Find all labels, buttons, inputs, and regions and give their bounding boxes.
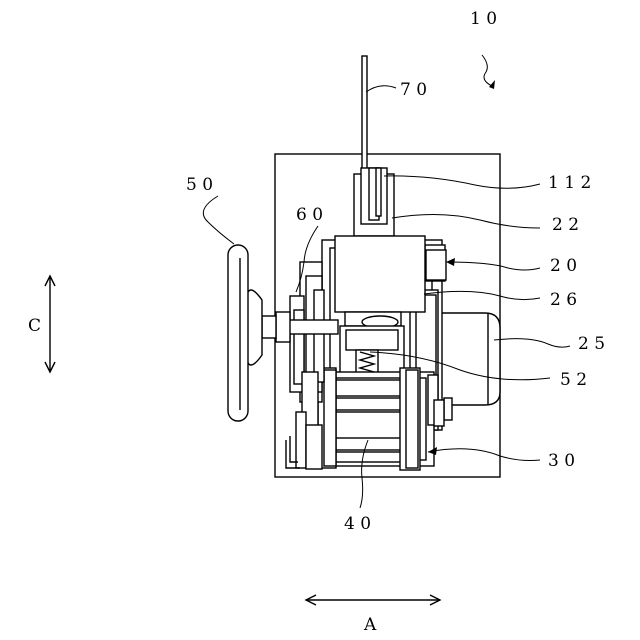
label-52: 5 2 xyxy=(560,370,587,390)
direction-arrow-a xyxy=(306,595,440,605)
label-20: 2 0 xyxy=(550,256,577,276)
box-20 xyxy=(335,236,425,312)
label-gear-60: 6 0 xyxy=(296,205,323,225)
label-rod-70: 7 0 xyxy=(400,80,427,100)
label-handwheel-50: 5 0 xyxy=(186,175,213,195)
label-25: 2 5 xyxy=(578,334,605,354)
label-22: 2 2 xyxy=(552,215,579,235)
label-112: 1 1 2 xyxy=(548,173,591,193)
motor-25 xyxy=(440,313,500,420)
label-device-10: 1 0 xyxy=(470,9,497,29)
label-40: 4 0 xyxy=(344,514,371,534)
label-26: 2 6 xyxy=(550,290,577,310)
upper-block xyxy=(354,168,394,236)
label-30: 3 0 xyxy=(548,451,575,471)
carriage-30 xyxy=(316,368,444,470)
label-direction-c: C xyxy=(28,316,41,336)
handwheel-50 xyxy=(228,245,262,421)
direction-arrow-c xyxy=(45,276,55,372)
gear-60 xyxy=(286,262,324,469)
label-direction-a: A xyxy=(363,615,377,635)
rod-70 xyxy=(362,56,367,176)
